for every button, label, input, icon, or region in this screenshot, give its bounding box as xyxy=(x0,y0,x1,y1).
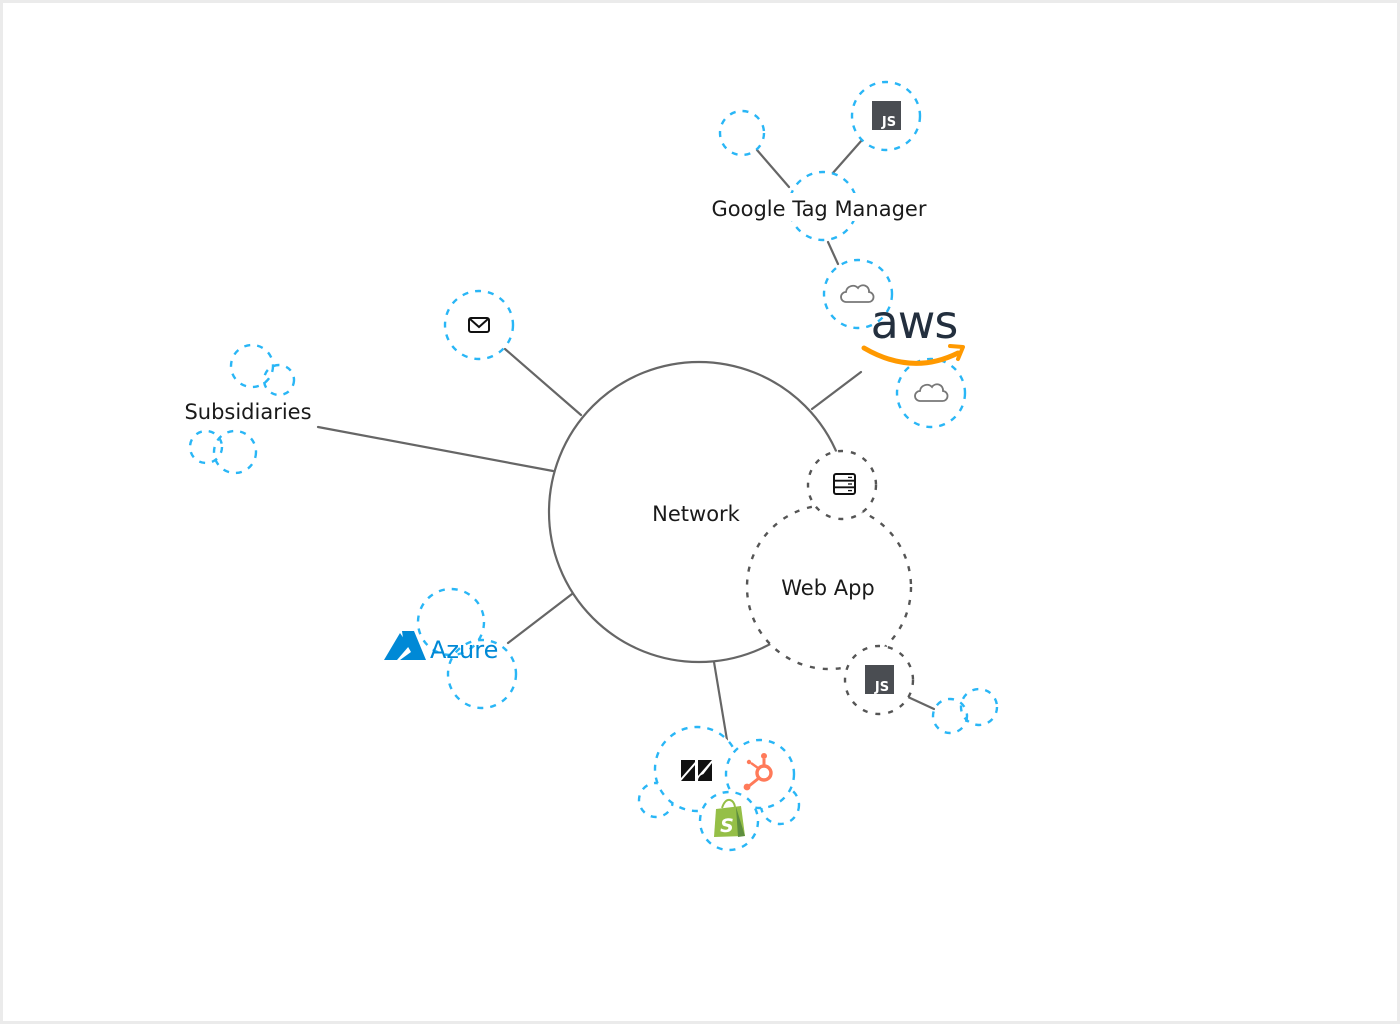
aws-label: aws xyxy=(871,295,958,349)
shopify-node[interactable]: S xyxy=(698,790,760,852)
web-app-node[interactable]: Web App xyxy=(745,503,913,671)
js-gtm-text: JS xyxy=(881,115,896,130)
server-icon xyxy=(833,473,856,495)
edge-network-saas xyxy=(712,660,729,742)
mail-circle[interactable] xyxy=(443,289,515,361)
aws-cloud-circle[interactable] xyxy=(822,258,894,330)
edge-network-aws xyxy=(810,370,863,411)
javascript-icon: JS xyxy=(865,665,894,695)
web-app-circle[interactable] xyxy=(745,503,913,671)
web-app-label: Web App xyxy=(781,576,875,600)
js-webapp-node[interactable]: JS xyxy=(843,644,915,716)
js-webapp-text: JS xyxy=(874,680,889,695)
leaf-node[interactable] xyxy=(931,697,969,735)
azure-circle[interactable] xyxy=(446,638,518,710)
subsidiary-circle[interactable] xyxy=(229,343,275,389)
edge-network-mail xyxy=(503,347,583,417)
zendesk-node[interactable] xyxy=(653,725,741,813)
hubspot-circle[interactable] xyxy=(724,738,796,810)
saas-leaf[interactable] xyxy=(759,784,801,826)
mail-node[interactable] xyxy=(443,289,515,361)
shopify-logo: S xyxy=(714,798,745,837)
cloud-icon xyxy=(840,284,875,303)
leaf-node[interactable] xyxy=(959,687,999,727)
subsidiary-circle[interactable] xyxy=(262,363,296,397)
edge-js-webapp-leaf xyxy=(906,695,936,711)
edge-network-subsidiaries xyxy=(316,425,555,473)
aws-logo: aws xyxy=(861,295,965,366)
js-webapp-leaves xyxy=(931,687,999,735)
gtm-label-bg xyxy=(700,193,940,221)
azure-node[interactable]: Azure xyxy=(384,587,518,710)
gtm-leaf-circle[interactable] xyxy=(718,109,766,157)
subsidiaries-node[interactable]: Subsidiaries xyxy=(184,343,312,475)
aws-node[interactable]: aws xyxy=(822,258,967,429)
azure-circle[interactable] xyxy=(416,587,486,657)
javascript-icon: JS xyxy=(872,101,901,130)
gtm-label: Google Tag Manager xyxy=(711,197,926,221)
azure-logo: Azure xyxy=(384,631,498,664)
network-label: Network xyxy=(652,502,741,526)
edge-gtm-leaf xyxy=(755,148,791,189)
aws-cloud-circle[interactable] xyxy=(895,357,967,429)
saas-cluster: S xyxy=(637,725,801,852)
edges xyxy=(316,138,936,742)
subsidiary-circle[interactable] xyxy=(188,429,224,465)
edge-gtm-js xyxy=(830,138,864,176)
hubspot-logo xyxy=(743,753,773,791)
js-gtm-node[interactable]: JS xyxy=(850,80,922,152)
hubspot-node[interactable] xyxy=(724,738,796,810)
subsidiary-circle[interactable] xyxy=(212,429,258,475)
azure-label: Azure xyxy=(430,636,498,664)
zendesk-logo xyxy=(681,760,712,781)
server-circle[interactable] xyxy=(806,449,878,521)
server-node[interactable] xyxy=(806,449,878,521)
gtm-node[interactable]: JS Google Tag Manager xyxy=(700,80,940,242)
edge-cloud-gtm xyxy=(826,240,840,266)
subsidiaries-label: Subsidiaries xyxy=(184,400,311,424)
mail-icon xyxy=(468,317,490,333)
cloud-icon xyxy=(914,383,949,402)
edge-network-azure xyxy=(506,592,574,645)
svg-text:S: S xyxy=(720,815,734,837)
